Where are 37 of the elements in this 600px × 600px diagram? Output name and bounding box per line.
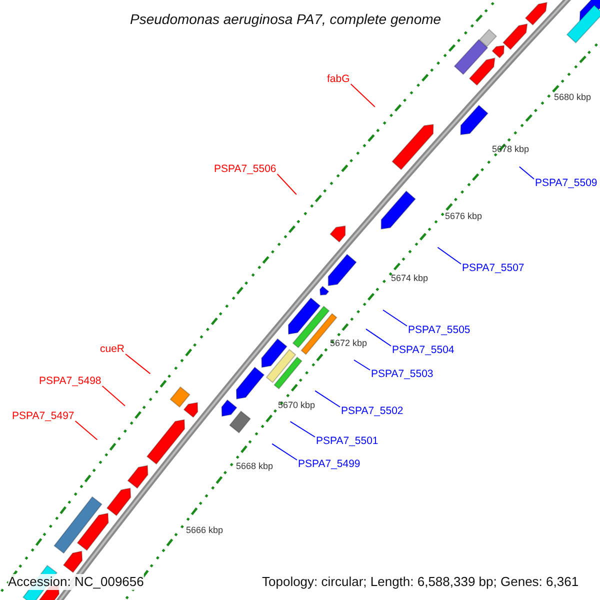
gene-label: PSPA7_5506 bbox=[214, 163, 276, 176]
scale-label: 5674 kbp bbox=[391, 272, 428, 284]
scale-label: 5672 kbp bbox=[330, 337, 368, 349]
leader-line bbox=[314, 390, 340, 408]
accession-text: Accession: NC_009656 bbox=[8, 574, 144, 590]
gene-label: cueR bbox=[100, 343, 125, 356]
leader-line bbox=[382, 310, 408, 326]
leader-line bbox=[125, 354, 151, 374]
gene-label: PSPA7_5497 bbox=[12, 410, 74, 423]
leader-line bbox=[272, 443, 298, 460]
leader-line bbox=[366, 328, 392, 346]
gene-label: PSPA7_5499 bbox=[298, 458, 360, 471]
gene-label: PSPA7_5502 bbox=[341, 405, 404, 418]
gene-label: PSPA7_5503 bbox=[371, 368, 434, 381]
genome-info-text: Topology: circular; Length: 6,588,339 bp; Genes: 6,361 bbox=[262, 574, 579, 590]
scale-label: 5668 kbp bbox=[236, 460, 274, 472]
gene-label: PSPA7_5505 bbox=[408, 324, 470, 337]
leader-line bbox=[74, 420, 98, 440]
leader-line bbox=[350, 84, 376, 108]
scale-label: 5670 kbp bbox=[278, 399, 316, 411]
leader-line bbox=[437, 246, 462, 264]
gene-label: PSPA7_5504 bbox=[392, 344, 454, 357]
gene-label: PSPA7_5501 bbox=[316, 435, 378, 448]
title: Pseudomonas aeruginosa PA7, complete genome bbox=[130, 11, 442, 27]
gene-label: fabG bbox=[327, 73, 350, 86]
scale-label: 5676 kbp bbox=[445, 210, 482, 222]
leader-line bbox=[276, 174, 297, 195]
leader-line bbox=[102, 386, 126, 406]
gene-label: PSPA7_5507 bbox=[462, 262, 524, 275]
scale-label: 5680 kbp bbox=[554, 91, 592, 103]
leader-line bbox=[290, 421, 316, 438]
gene-label: PSPA7_5509 bbox=[535, 177, 598, 190]
gene-label: PSPA7_5498 bbox=[39, 375, 102, 388]
leader-line bbox=[354, 360, 370, 370]
scale-label: 5678 kbp bbox=[492, 143, 530, 155]
leader-line bbox=[518, 166, 534, 180]
scale-label: 5666 kbp bbox=[186, 524, 224, 536]
